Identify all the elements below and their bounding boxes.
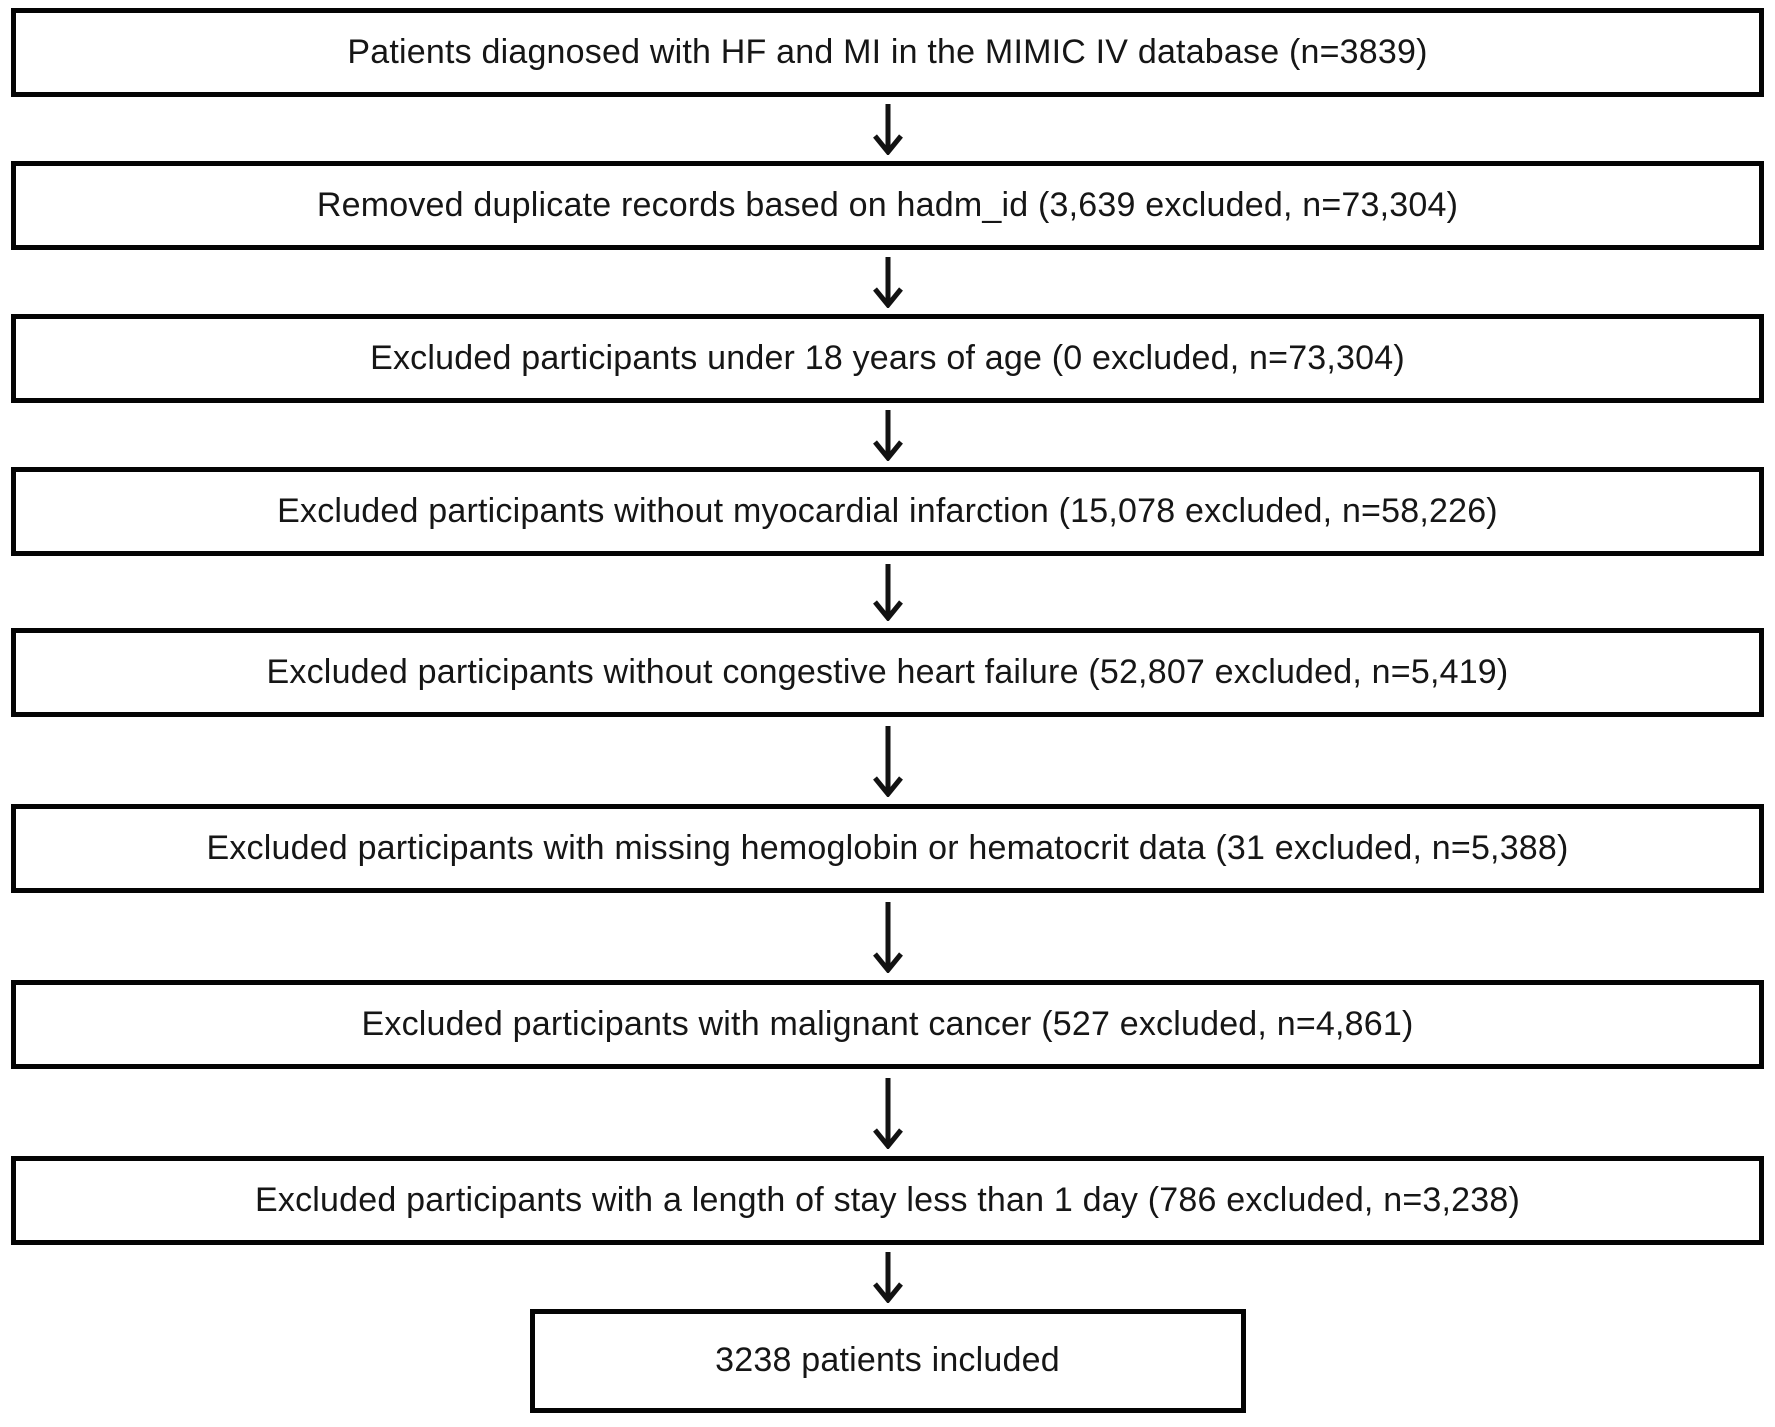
flow-connector: [11, 893, 1764, 980]
flow-box-patients-included: 3238 patients included: [529, 1309, 1246, 1413]
flow-box-excluded-no-chf: Excluded participants without congestive…: [11, 628, 1764, 717]
down-arrow-icon: [872, 410, 903, 461]
down-arrow-icon: [872, 257, 903, 308]
down-arrow-icon: [872, 901, 903, 973]
flow-box-removed-duplicates: Removed duplicate records based on hadm_…: [11, 161, 1764, 250]
flow-box-excluded-no-mi: Excluded participants without myocardial…: [11, 467, 1764, 556]
flow-connector: [11, 556, 1764, 628]
flow-box-database-patients-text: Patients diagnosed with HF and MI in the…: [347, 32, 1428, 71]
flow-box-excluded-no-chf-text: Excluded participants without congestive…: [266, 652, 1509, 691]
flow-connector: [11, 1069, 1764, 1156]
flow-box-excluded-short-stay: Excluded participants with a length of s…: [11, 1156, 1764, 1245]
down-arrow-icon: [872, 104, 903, 155]
flow-box-excluded-under-18-text: Excluded participants under 18 years of …: [370, 338, 1405, 377]
flow-box-excluded-under-18: Excluded participants under 18 years of …: [11, 314, 1764, 403]
flow-connector: [11, 717, 1764, 804]
flow-connector: [11, 403, 1764, 467]
down-arrow-icon: [872, 1077, 903, 1149]
flow-box-database-patients: Patients diagnosed with HF and MI in the…: [11, 8, 1764, 97]
flow-box-excluded-cancer-text: Excluded participants with malignant can…: [361, 1004, 1414, 1043]
flow-box-removed-duplicates-text: Removed duplicate records based on hadm_…: [316, 185, 1459, 224]
flow-box-excluded-missing-labs: Excluded participants with missing hemog…: [11, 804, 1764, 893]
flow-box-patients-included-text: 3238 patients included: [715, 1341, 1060, 1380]
flow-box-excluded-missing-labs-text: Excluded participants with missing hemog…: [206, 828, 1569, 867]
flow-box-excluded-no-mi-text: Excluded participants without myocardial…: [277, 491, 1498, 530]
down-arrow-icon: [872, 564, 903, 621]
down-arrow-icon: [872, 1252, 903, 1303]
down-arrow-icon: [872, 725, 903, 797]
flow-box-excluded-cancer: Excluded participants with malignant can…: [11, 980, 1764, 1069]
flow-box-excluded-short-stay-text: Excluded participants with a length of s…: [255, 1180, 1520, 1219]
flow-connector: [11, 97, 1764, 161]
flow-connector: [11, 250, 1764, 314]
flow-connector: [11, 1245, 1764, 1309]
